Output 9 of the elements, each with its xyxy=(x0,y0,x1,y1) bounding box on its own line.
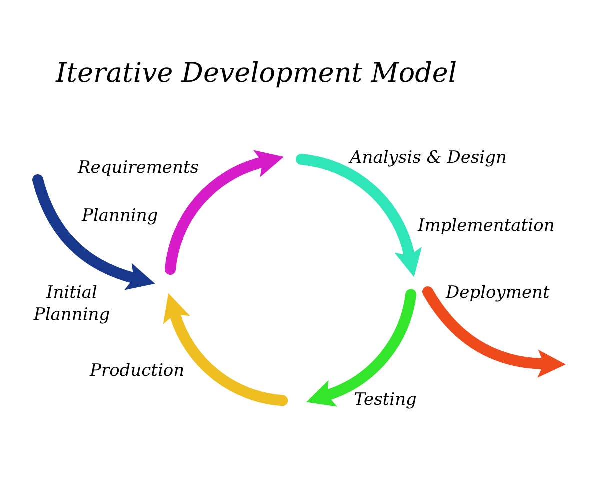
phase-label: Initial Planning xyxy=(32,282,112,326)
phase-label: Production xyxy=(90,360,185,382)
phase-label: Planning xyxy=(82,205,158,227)
phase-label: Analysis & Design xyxy=(350,147,507,169)
phase-label: Implementation xyxy=(418,215,555,237)
phase-label: Testing xyxy=(354,389,417,411)
phase-label: Requirements xyxy=(78,157,200,179)
phase-label: Deployment xyxy=(446,282,550,304)
diagram-title: Iterative Development Model xyxy=(56,57,458,91)
